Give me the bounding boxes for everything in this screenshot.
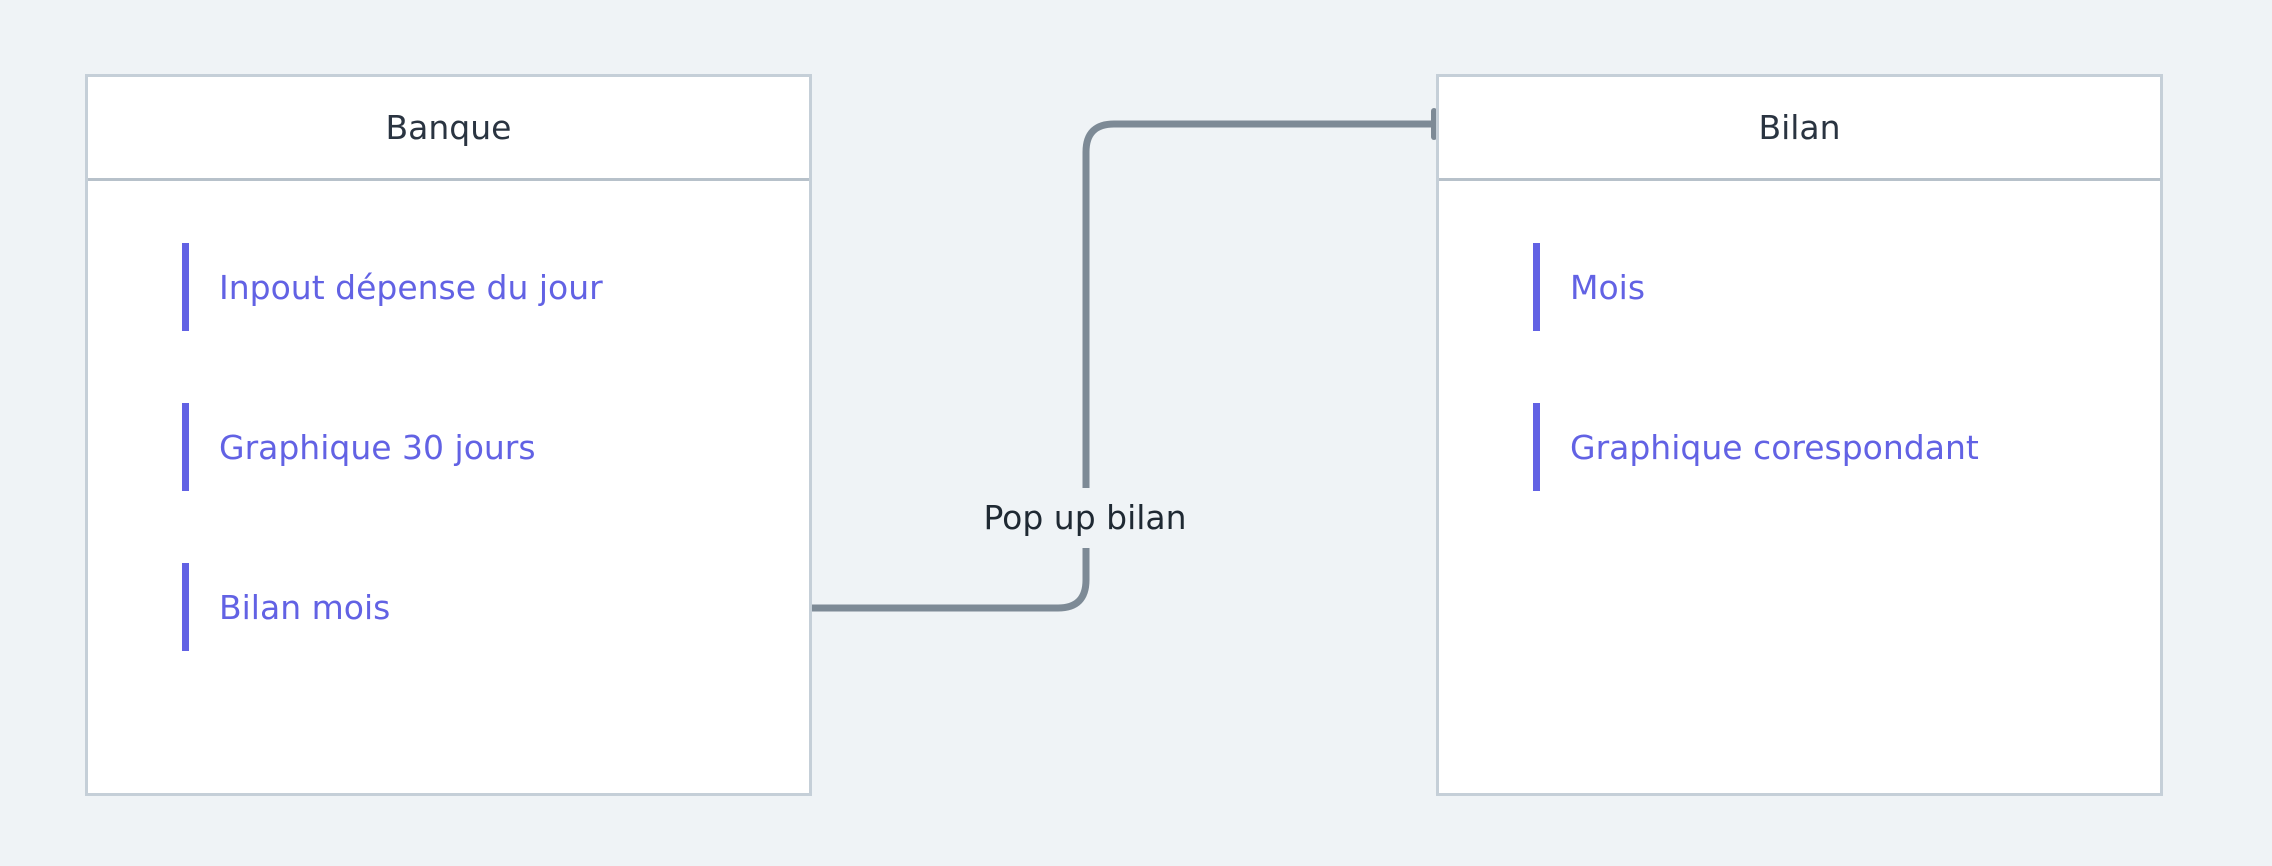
item-label: Bilan mois <box>219 587 391 627</box>
list-item-graphique-30-jours: Graphique 30 jours <box>182 403 536 491</box>
item-label: Inpout dépense du jour <box>219 267 603 307</box>
item-accent-bar <box>182 563 189 651</box>
list-item-inpout-depense: Inpout dépense du jour <box>182 243 603 331</box>
item-label: Mois <box>1570 267 1646 307</box>
item-accent-bar <box>182 403 189 491</box>
list-item-mois: Mois <box>1533 243 1645 331</box>
item-accent-bar <box>1533 243 1540 331</box>
list-item-graphique-corespondant: Graphique corespondant <box>1533 403 1979 491</box>
item-label: Graphique corespondant <box>1570 427 1979 467</box>
item-accent-bar <box>1533 403 1540 491</box>
panel-title: Bilan <box>1439 77 2160 181</box>
item-accent-bar <box>182 243 189 331</box>
panel-title: Banque <box>88 77 809 181</box>
list-item-bilan-mois: Bilan mois <box>182 563 390 651</box>
panel-bilan: Bilan Mois Graphique corespondant <box>1436 74 2163 796</box>
connector-label: Pop up bilan <box>960 488 1210 548</box>
panel-banque: Banque Inpout dépense du jour Graphique … <box>85 74 812 796</box>
item-label: Graphique 30 jours <box>219 427 536 467</box>
